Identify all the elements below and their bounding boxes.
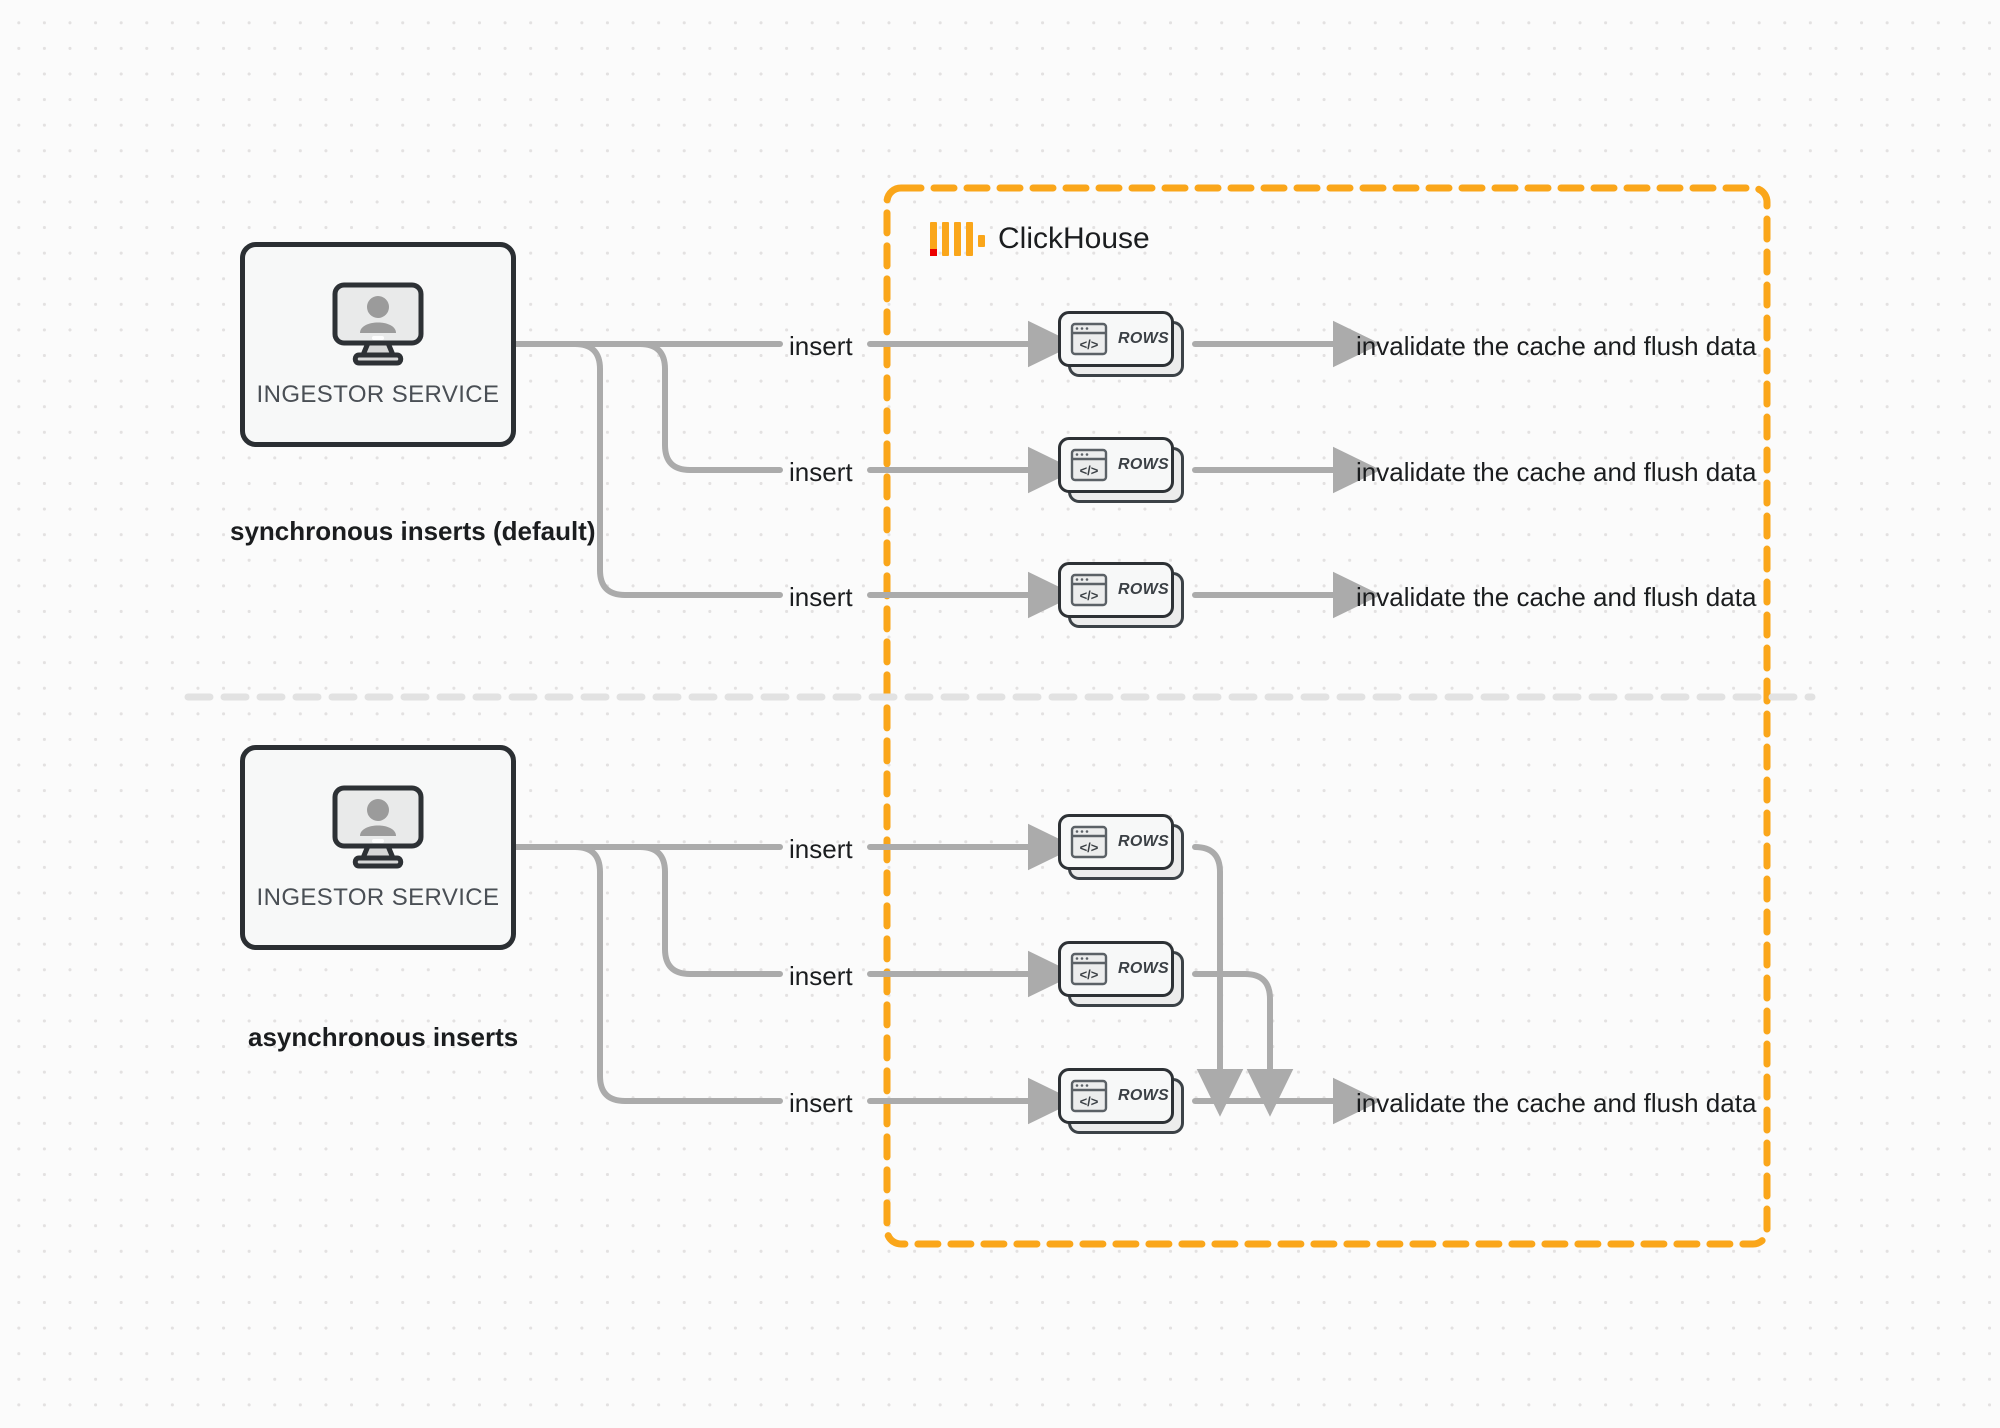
rows-card-label: ROWS — [1118, 456, 1169, 473]
svg-text:</>: </> — [1080, 967, 1099, 982]
sync-branch-2 — [513, 341, 783, 473]
clickhouse-group-border — [883, 184, 1771, 1248]
code-window-icon: </> — [1070, 448, 1108, 482]
rows-card-async-2[interactable]: </> ROWS — [1058, 941, 1184, 1007]
svg-text:</>: </> — [1080, 337, 1099, 352]
svg-text:</>: </> — [1080, 588, 1099, 603]
ingestor-service-sync-label: INGESTOR SERVICE — [256, 380, 500, 408]
rows-card-front: </> ROWS — [1058, 814, 1174, 870]
code-window-icon: </> — [1070, 825, 1108, 859]
insert-label-async-2: insert — [789, 961, 853, 991]
logo-bar-3 — [954, 222, 961, 256]
rows-card-sync-3[interactable]: </> ROWS — [1058, 562, 1184, 628]
code-window-icon: </> — [1070, 952, 1108, 986]
svg-text:</>: </> — [1080, 840, 1099, 855]
rows-card-async-1[interactable]: </> ROWS — [1058, 814, 1184, 880]
logo-bar-4 — [966, 222, 973, 256]
svg-text:</>: </> — [1080, 1094, 1099, 1109]
rows-card-sync-2[interactable]: </> ROWS — [1058, 437, 1184, 503]
insert-label-sync-1: insert — [789, 331, 853, 361]
ingestor-service-sync[interactable]: INGESTOR SERVICE — [240, 242, 516, 447]
rows-card-front: </> ROWS — [1058, 562, 1174, 618]
sync-branch-3 — [513, 341, 783, 598]
ingestor-service-async-label: INGESTOR SERVICE — [256, 883, 500, 911]
logo-red-square — [930, 249, 937, 256]
clickhouse-logo: ClickHouse — [930, 222, 1150, 256]
section-caption-synchronous: synchronous inserts (default) — [230, 516, 596, 546]
logo-bar-2 — [942, 222, 949, 256]
rows-card-label: ROWS — [1118, 581, 1169, 598]
svg-text:</>: </> — [1080, 463, 1099, 478]
insert-label-async-1: insert — [789, 834, 853, 864]
async-branch-2 — [513, 844, 783, 977]
rows-card-front: </> ROWS — [1058, 311, 1174, 367]
clickhouse-logo-mark — [930, 222, 985, 256]
logo-accent-dot — [978, 235, 985, 247]
rows-card-front: </> ROWS — [1058, 1068, 1174, 1124]
rows-card-label: ROWS — [1118, 1087, 1169, 1104]
rows-card-sync-1[interactable]: </> ROWS — [1058, 311, 1184, 377]
rows-card-front: </> ROWS — [1058, 437, 1174, 493]
flush-label-async-merged: invalidate the cache and flush data — [1356, 1088, 1757, 1118]
rows-card-async-3[interactable]: </> ROWS — [1058, 1068, 1184, 1134]
monitor-user-icon — [332, 785, 424, 868]
code-window-icon: </> — [1070, 573, 1108, 607]
insert-label-sync-3: insert — [789, 582, 853, 612]
rows-card-label: ROWS — [1118, 960, 1169, 977]
async-branch-3 — [513, 844, 783, 1104]
insert-label-async-3: insert — [789, 1088, 853, 1118]
async-merge-from-card-2 — [1192, 971, 1294, 1117]
flush-label-sync-3: invalidate the cache and flush data — [1356, 582, 1757, 612]
code-window-icon: </> — [1070, 1079, 1108, 1113]
flush-label-sync-1: invalidate the cache and flush data — [1356, 331, 1757, 361]
ingestor-service-async[interactable]: INGESTOR SERVICE — [240, 745, 516, 950]
async-merge-from-card-1 — [1192, 844, 1244, 1117]
logo-bar-1 — [930, 222, 937, 256]
rows-card-front: </> ROWS — [1058, 941, 1174, 997]
code-window-icon: </> — [1070, 322, 1108, 356]
insert-label-sync-2: insert — [789, 457, 853, 487]
section-caption-asynchronous: asynchronous inserts — [248, 1022, 519, 1052]
monitor-user-icon — [332, 282, 424, 365]
clickhouse-group-title: ClickHouse — [998, 222, 1150, 255]
rows-card-label: ROWS — [1118, 330, 1169, 347]
flush-label-sync-2: invalidate the cache and flush data — [1356, 457, 1757, 487]
rows-card-label: ROWS — [1118, 833, 1169, 850]
